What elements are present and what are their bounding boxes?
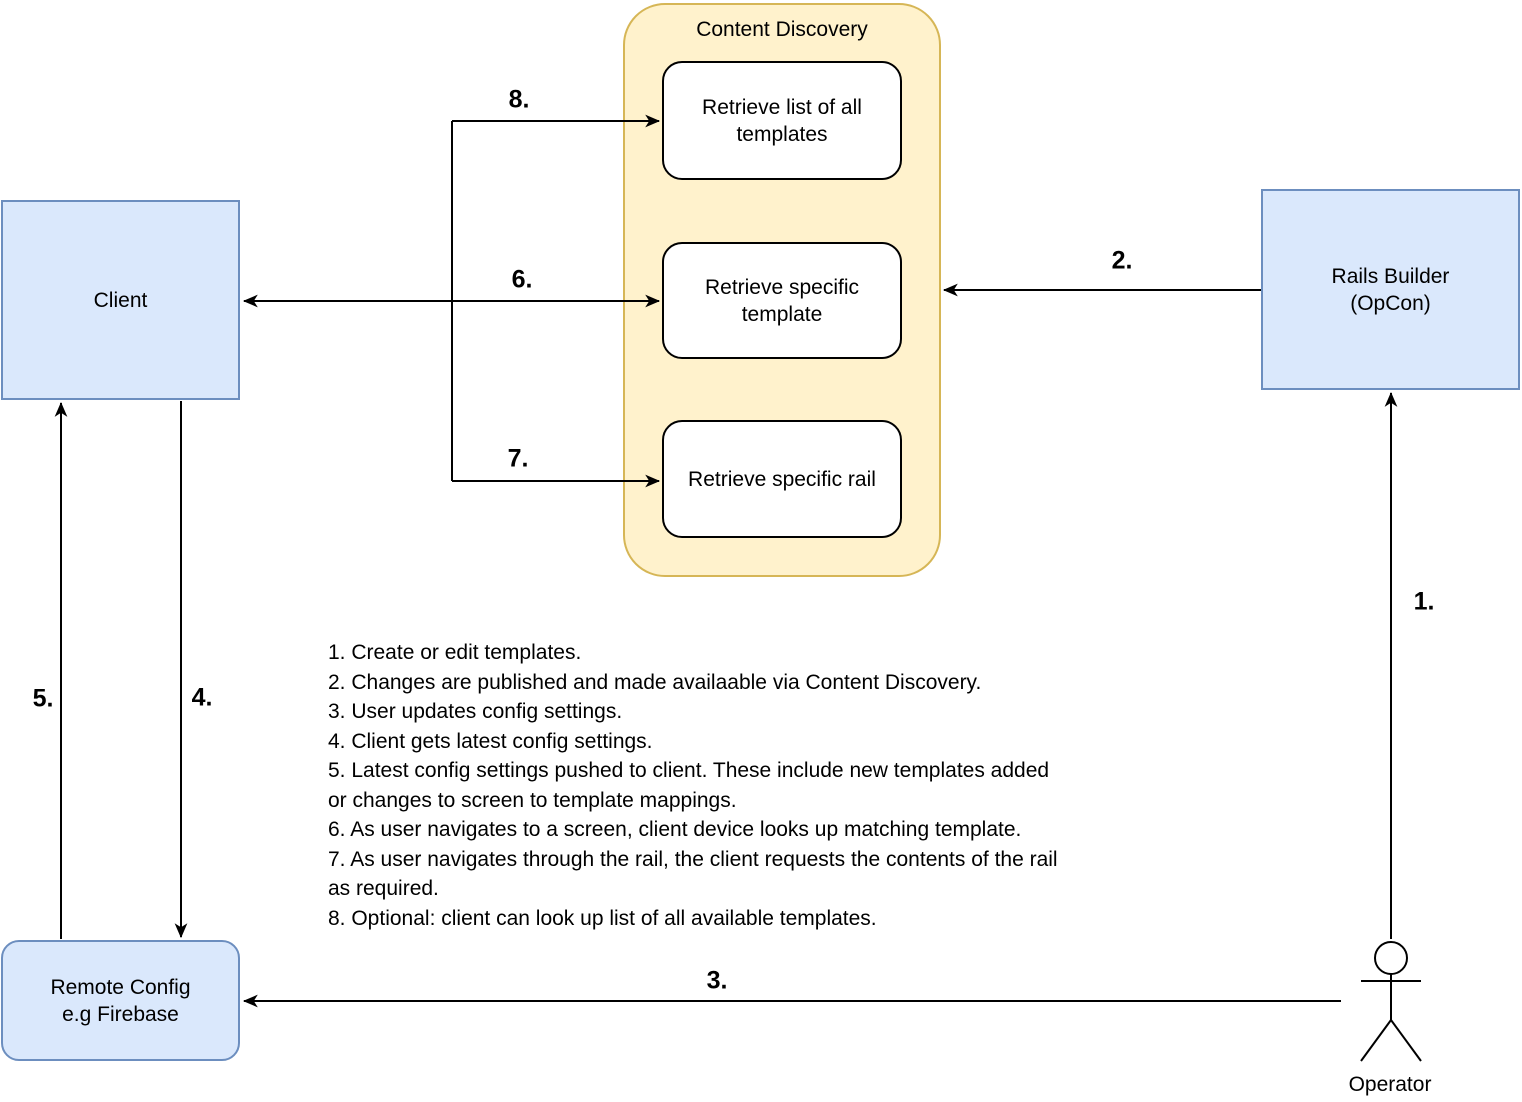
arrow-label-2: 2. (1111, 246, 1133, 275)
operator-label: Operator (1348, 1073, 1432, 1096)
note-line: 4. Client gets latest config settings. (328, 729, 653, 753)
operator-right-leg (1390, 1019, 1422, 1062)
arrow-label-8: 8. (508, 85, 530, 114)
note-line: 5. Latest config settings pushed to clie… (328, 759, 1050, 812)
operator-figure-icon (1360, 941, 1422, 1062)
arrow-label-5: 5. (32, 684, 54, 713)
operator-head (1374, 941, 1408, 975)
box-retrieve-specific-rail: Retrieve specific rail (662, 420, 902, 538)
arrow-label-3: 3. (706, 966, 728, 995)
operator-left-leg (1360, 1019, 1392, 1062)
arrow-label-6: 6. (511, 265, 533, 294)
note-line: 1. Create or edit templates. (328, 641, 582, 664)
node-client: Client (1, 200, 240, 400)
note-line: 6. As user navigates to a screen, client… (328, 818, 1022, 841)
box-retrieve-list-of-templates: Retrieve list of all templates (662, 61, 902, 180)
node-rails-builder: Rails Builder (OpCon) (1261, 189, 1520, 390)
arrow-label-4: 4. (191, 683, 213, 712)
note-line: 3. User updates config settings. (328, 700, 623, 723)
arrow-label-1: 1. (1413, 587, 1435, 616)
step-notes: 1. Create or edit templates. 2. Changes … (328, 638, 1228, 933)
client-to-discovery-branch (242, 114, 661, 488)
node-remote-config: Remote Config e.g Firebase (1, 940, 240, 1061)
note-line: 2. Changes are published and made availa… (328, 670, 982, 694)
box-retrieve-specific-template: Retrieve specific template (662, 242, 902, 359)
arrow-label-7: 7. (507, 444, 529, 473)
note-line: 8. Optional: client can look up list of … (328, 906, 877, 930)
note-line: 7. As user navigates through the rail, t… (328, 847, 1058, 901)
content-discovery-title: Content Discovery (696, 18, 868, 41)
